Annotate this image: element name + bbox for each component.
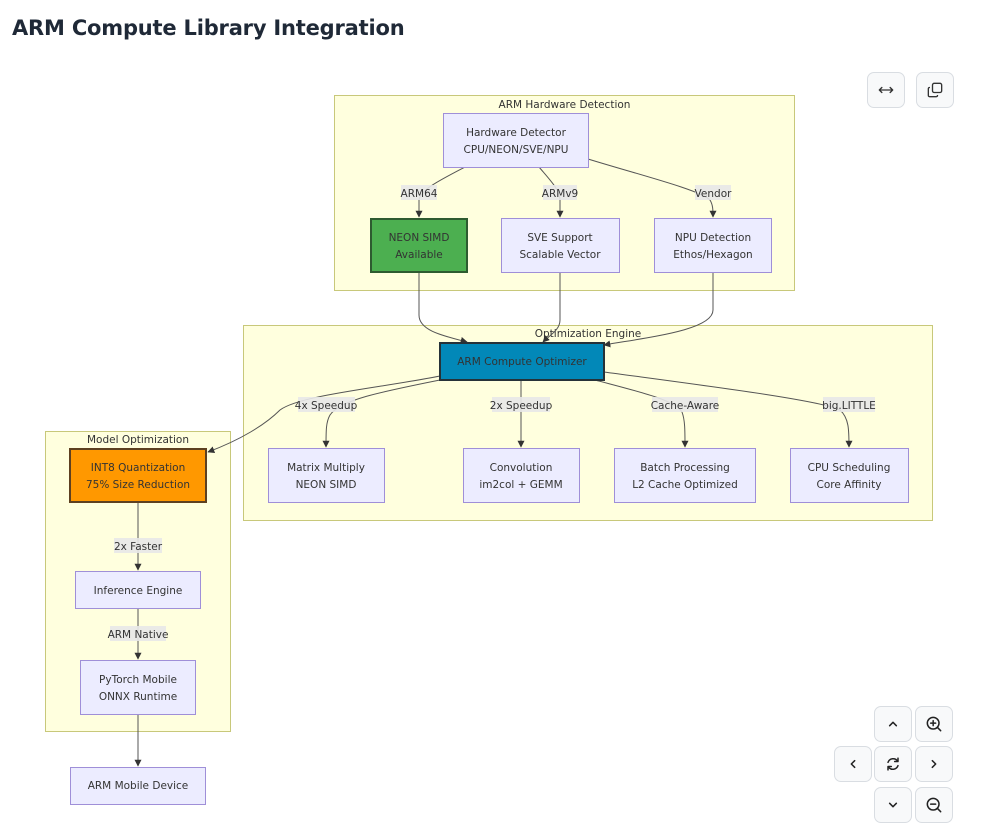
- svg-text:ARM64: ARM64: [401, 188, 438, 200]
- chevron-right-icon: [931, 759, 937, 769]
- node-sve-support[interactable]: SVE Support Scalable Vector: [501, 218, 620, 273]
- svg-text:Available: Available: [395, 249, 443, 261]
- edge-neon-optimizer: [418, 273, 468, 344]
- svg-text:im2col + GEMM: im2col + GEMM: [479, 479, 562, 491]
- node-arm-mobile-device[interactable]: ARM Mobile Device: [70, 767, 206, 805]
- svg-text:Ethos/Hexagon: Ethos/Hexagon: [673, 249, 752, 261]
- copy-icon: [927, 82, 943, 98]
- node-inference-engine[interactable]: Inference Engine: [75, 571, 201, 609]
- zoom-in-icon: [926, 716, 942, 732]
- svg-text:4x Speedup: 4x Speedup: [295, 400, 358, 412]
- cluster-label-hardware: ARM Hardware Detection: [499, 99, 631, 111]
- node-batch-processing[interactable]: Batch Processing L2 Cache Optimized: [614, 448, 756, 503]
- svg-text:L2 Cache Optimized: L2 Cache Optimized: [632, 479, 738, 491]
- edge-label-arm64: ARM64: [401, 185, 438, 200]
- svg-text:Inference Engine: Inference Engine: [94, 585, 183, 597]
- edge-label-big-little: big.LITTLE: [822, 397, 876, 412]
- node-int8-quantization[interactable]: INT8 Quantization 75% Size Reduction: [69, 448, 207, 503]
- edge-label-4x-speedup: 4x Speedup: [295, 397, 358, 412]
- edge-optimizer-int8: [207, 375, 441, 454]
- svg-text:Core Affinity: Core Affinity: [817, 479, 882, 491]
- svg-text:CPU Scheduling: CPU Scheduling: [808, 462, 891, 474]
- node-cpu-scheduling[interactable]: CPU Scheduling Core Affinity: [790, 448, 909, 503]
- svg-text:Matrix Multiply: Matrix Multiply: [287, 462, 365, 474]
- svg-text:NEON SIMD: NEON SIMD: [296, 479, 357, 491]
- zoom-out-button[interactable]: [915, 787, 953, 823]
- copy-button[interactable]: [916, 72, 954, 108]
- svg-text:Batch Processing: Batch Processing: [640, 462, 730, 474]
- pan-right-button[interactable]: [915, 746, 953, 782]
- chevron-down-icon: [888, 802, 898, 808]
- svg-text:ARMv9: ARMv9: [542, 188, 578, 200]
- svg-text:Cache-Aware: Cache-Aware: [651, 400, 720, 412]
- edge-optimizer-matmul: [322, 379, 441, 448]
- edge-npu-optimizer: [603, 273, 714, 348]
- svg-text:ONNX Runtime: ONNX Runtime: [99, 691, 177, 703]
- edge-labels: ARM64 ARMv9 Vendor 4x Speedup 2x Speedup…: [108, 185, 876, 641]
- chevron-left-icon: [850, 759, 856, 769]
- edge-label-vendor: Vendor: [695, 185, 733, 200]
- svg-text:ARM Mobile Device: ARM Mobile Device: [88, 780, 189, 792]
- chevron-up-icon: [888, 721, 898, 727]
- svg-text:75% Size Reduction: 75% Size Reduction: [86, 479, 190, 491]
- svg-text:Scalable Vector: Scalable Vector: [519, 249, 601, 261]
- svg-text:Vendor: Vendor: [695, 188, 733, 200]
- horizontal-arrows-icon: [878, 86, 894, 94]
- cluster-label-model: Model Optimization: [87, 434, 189, 446]
- edge-label-arm-native: ARM Native: [108, 626, 169, 641]
- zoom-out-icon: [926, 797, 942, 813]
- refresh-icon: [887, 757, 899, 771]
- svg-text:Hardware Detector: Hardware Detector: [466, 127, 566, 139]
- svg-text:2x Faster: 2x Faster: [114, 541, 163, 553]
- fit-width-button[interactable]: [867, 72, 905, 108]
- node-pytorch-onnx-runtime[interactable]: PyTorch Mobile ONNX Runtime: [80, 660, 196, 715]
- svg-text:big.LITTLE: big.LITTLE: [822, 400, 876, 412]
- edge-label-armv9: ARMv9: [542, 185, 578, 200]
- edge-label-2x-speedup: 2x Speedup: [490, 397, 553, 412]
- zoom-in-button[interactable]: [915, 706, 953, 742]
- pan-down-button[interactable]: [874, 787, 912, 823]
- reset-view-button[interactable]: [874, 746, 912, 782]
- edge-sve-optimizer: [542, 273, 561, 343]
- node-convolution[interactable]: Convolution im2col + GEMM: [463, 448, 580, 503]
- pan-left-button[interactable]: [834, 746, 872, 782]
- svg-text:Convolution: Convolution: [490, 462, 553, 474]
- node-npu-detection[interactable]: NPU Detection Ethos/Hexagon: [654, 218, 772, 273]
- svg-text:ARM Compute Optimizer: ARM Compute Optimizer: [457, 356, 587, 368]
- node-hardware-detector[interactable]: Hardware Detector CPU/NEON/SVE/NPU: [443, 113, 589, 168]
- edge-optimizer-sched: [603, 371, 853, 448]
- page-title: ARM Compute Library Integration: [12, 16, 405, 40]
- node-arm-compute-optimizer[interactable]: ARM Compute Optimizer: [439, 342, 605, 381]
- svg-text:NEON SIMD: NEON SIMD: [389, 232, 450, 244]
- svg-text:2x Speedup: 2x Speedup: [490, 400, 553, 412]
- svg-text:CPU/NEON/SVE/NPU: CPU/NEON/SVE/NPU: [464, 144, 569, 156]
- svg-text:NPU Detection: NPU Detection: [675, 232, 751, 244]
- node-matrix-multiply[interactable]: Matrix Multiply NEON SIMD: [268, 448, 385, 503]
- edge-label-cache-aware: Cache-Aware: [651, 397, 720, 412]
- node-neon-simd[interactable]: NEON SIMD Available: [370, 218, 468, 273]
- edge-label-2x-faster: 2x Faster: [114, 538, 163, 553]
- pan-up-button[interactable]: [874, 706, 912, 742]
- cluster-label-optimization: Optimization Engine: [535, 328, 642, 340]
- svg-text:ARM Native: ARM Native: [108, 629, 169, 641]
- svg-text:SVE Support: SVE Support: [527, 232, 592, 244]
- svg-text:PyTorch Mobile: PyTorch Mobile: [99, 674, 177, 686]
- svg-text:INT8 Quantization: INT8 Quantization: [91, 462, 186, 474]
